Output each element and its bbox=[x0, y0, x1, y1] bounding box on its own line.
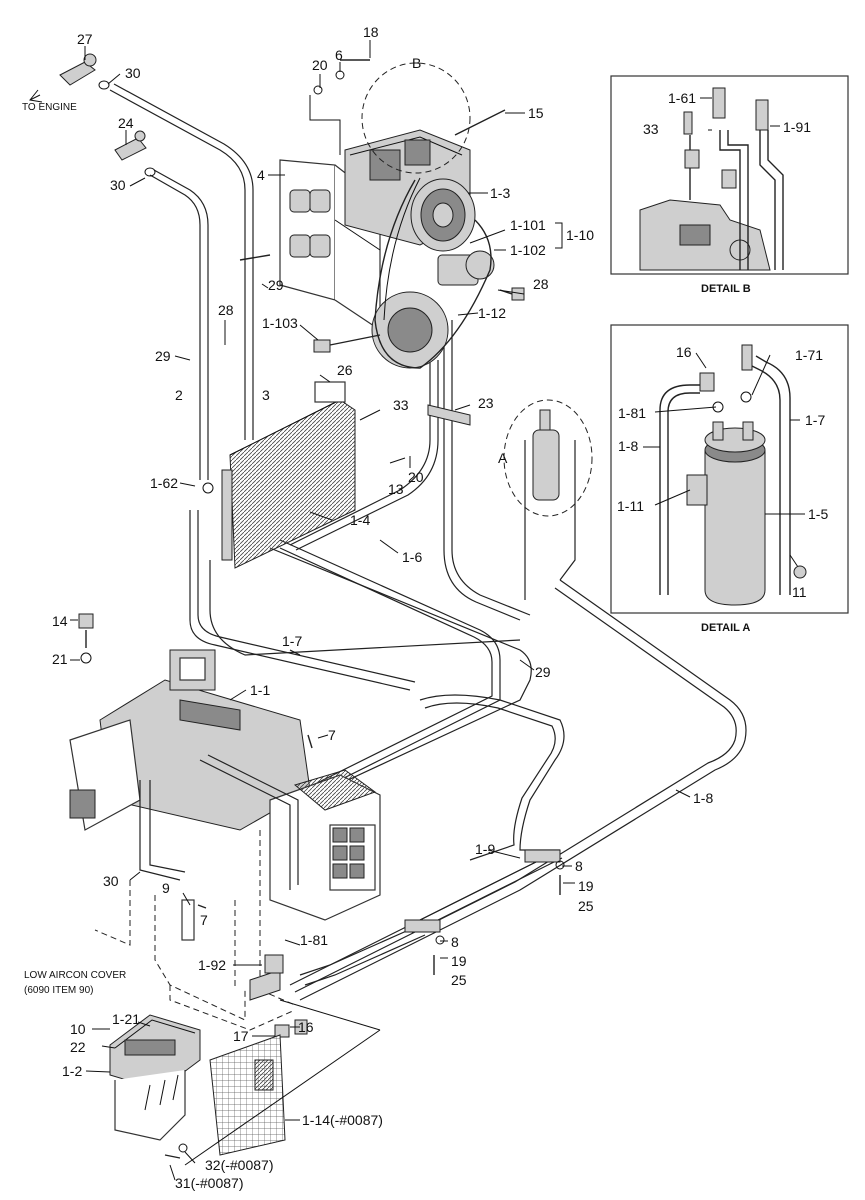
callout-1-14: 1-14(-#0087) bbox=[302, 1112, 383, 1128]
engine-fittings bbox=[29, 53, 156, 177]
callout-13: 13 bbox=[388, 481, 404, 497]
detail-a-label-16: 16 bbox=[676, 344, 692, 360]
callout-25-low: 25 bbox=[451, 972, 467, 988]
condenser bbox=[202, 381, 471, 569]
callout-20-top: 20 bbox=[312, 57, 328, 73]
detail-a-label-1-5: 1-5 bbox=[808, 506, 828, 522]
callout-33: 33 bbox=[393, 397, 409, 413]
detail-a-label-1-71: 1-71 bbox=[795, 347, 823, 363]
callout-19-right: 19 bbox=[578, 878, 594, 894]
callout-1-92: 1-92 bbox=[198, 957, 226, 973]
callout-1-102: 1-102 bbox=[510, 242, 546, 258]
callout-14: 14 bbox=[52, 613, 68, 629]
callout-7-low: 7 bbox=[200, 912, 208, 928]
hose-lines bbox=[109, 83, 747, 1001]
callout-30-low: 30 bbox=[103, 873, 119, 889]
low-aircon-cover-ref: (6090 ITEM 90) bbox=[24, 985, 93, 996]
to-engine-label: TO ENGINE bbox=[22, 102, 77, 113]
compressor-assembly bbox=[239, 59, 525, 369]
callout-18: 18 bbox=[363, 24, 379, 40]
callout-1-103: 1-103 bbox=[262, 315, 298, 331]
pipe-brackets bbox=[78, 613, 565, 975]
callout-1-1: 1-1 bbox=[250, 682, 270, 698]
detail-b-label-1-91: 1-91 bbox=[783, 119, 811, 135]
callout-labels: 27 30 TO ENGINE 24 30 20 6 18 B 15 4 1-3… bbox=[22, 24, 713, 1191]
callout-25-right: 25 bbox=[578, 898, 594, 914]
callout-2: 2 bbox=[175, 387, 183, 403]
detail-b-label-33: 33 bbox=[643, 121, 659, 137]
callout-26: 26 bbox=[337, 362, 353, 378]
hvac-unit bbox=[69, 649, 381, 1038]
callout-16: 16 bbox=[298, 1019, 314, 1035]
detail-a-label-1-81: 1-81 bbox=[618, 405, 646, 421]
detail-a-label-11: 11 bbox=[792, 584, 807, 600]
control-panel bbox=[109, 1014, 201, 1141]
callout-3: 3 bbox=[262, 387, 270, 403]
detail-a-panel: 16 1-71 1-81 1-7 1-8 1-11 1-5 11 DETAIL … bbox=[610, 324, 849, 634]
callout-27: 27 bbox=[77, 31, 93, 47]
callout-32: 32(-#0087) bbox=[205, 1157, 274, 1173]
callout-6: 6 bbox=[335, 47, 343, 63]
callout-28-left: 28 bbox=[218, 302, 234, 318]
callout-1-2: 1-2 bbox=[62, 1063, 82, 1079]
detail-b-title: DETAIL B bbox=[701, 283, 751, 295]
callout-1-12: 1-12 bbox=[478, 305, 506, 321]
callout-8-low: 8 bbox=[451, 934, 459, 950]
callout-4: 4 bbox=[257, 167, 265, 183]
callout-A: A bbox=[498, 450, 508, 466]
callout-30-top: 30 bbox=[125, 65, 141, 81]
callout-23: 23 bbox=[478, 395, 494, 411]
cover-panel bbox=[164, 1034, 286, 1159]
callout-1-21: 1-21 bbox=[112, 1011, 140, 1027]
callout-10: 10 bbox=[70, 1021, 86, 1037]
detail-a-label-1-8: 1-8 bbox=[618, 438, 638, 454]
callout-1-10: 1-10 bbox=[566, 227, 594, 243]
callout-8-right: 8 bbox=[575, 858, 583, 874]
detail-a-label-1-11: 1-11 bbox=[617, 498, 644, 514]
callout-1-62: 1-62 bbox=[150, 475, 178, 491]
callout-B: B bbox=[412, 55, 421, 71]
callout-30-mid: 30 bbox=[110, 177, 126, 193]
callout-1-9: 1-9 bbox=[475, 841, 495, 857]
callout-1-3: 1-3 bbox=[490, 185, 510, 201]
callout-15: 15 bbox=[528, 105, 544, 121]
callout-29-low: 29 bbox=[535, 664, 551, 680]
callout-1-7: 1-7 bbox=[282, 633, 302, 649]
callout-31: 31(-#0087) bbox=[175, 1175, 244, 1191]
low-aircon-cover-label: LOW AIRCON COVER bbox=[24, 970, 126, 981]
callout-7-top: 7 bbox=[328, 727, 336, 743]
callout-28-right: 28 bbox=[533, 276, 549, 292]
callout-1-101: 1-101 bbox=[510, 217, 546, 233]
callout-1-4: 1-4 bbox=[350, 512, 370, 528]
leader-lines bbox=[70, 40, 691, 1181]
callout-17: 17 bbox=[233, 1028, 249, 1044]
detail-a-label-1-7: 1-7 bbox=[805, 412, 825, 428]
callout-19-low: 19 bbox=[451, 953, 467, 969]
callout-24: 24 bbox=[118, 115, 134, 131]
callout-1-6: 1-6 bbox=[402, 549, 422, 565]
callout-29-top: 29 bbox=[268, 277, 284, 293]
callout-1-81: 1-81 bbox=[300, 932, 328, 948]
callout-21: 21 bbox=[52, 651, 68, 667]
callout-9: 9 bbox=[162, 880, 170, 896]
callout-20-mid: 20 bbox=[408, 469, 424, 485]
callout-1-8: 1-8 bbox=[693, 790, 713, 806]
receiver-drier bbox=[503, 399, 593, 517]
detail-a-title: DETAIL A bbox=[701, 622, 750, 634]
detail-b-panel: 1-61 33 1-91 DETAIL B bbox=[610, 75, 849, 295]
detail-b-label-1-61: 1-61 bbox=[668, 90, 696, 106]
callout-29-mid: 29 bbox=[155, 348, 171, 364]
callout-22: 22 bbox=[70, 1039, 86, 1055]
